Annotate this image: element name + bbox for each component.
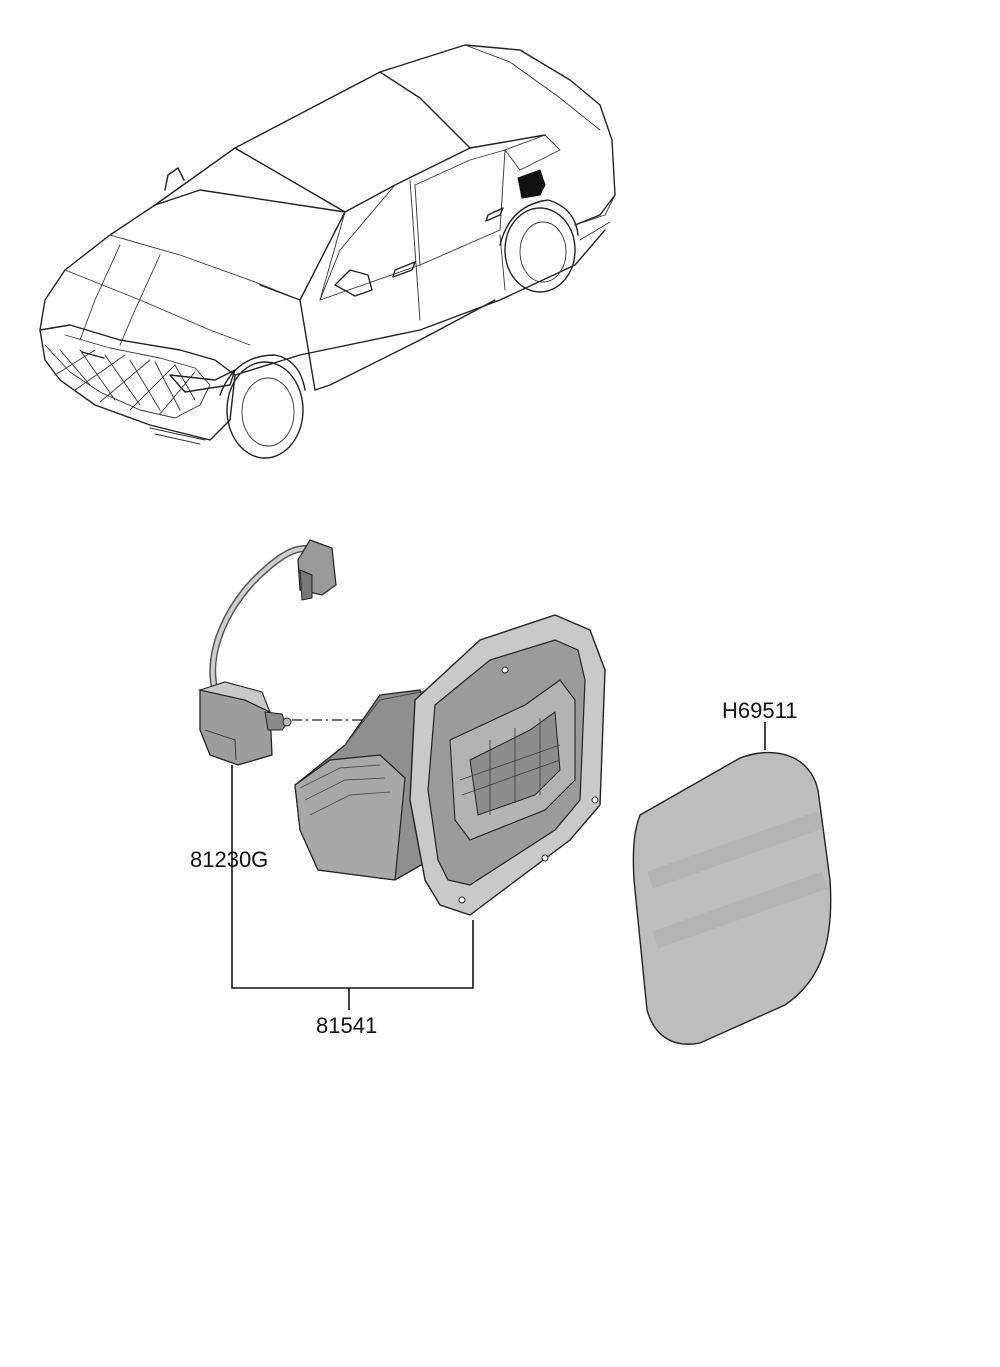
actuator-81230g (197, 539, 337, 766)
rear-wheel (504, 207, 576, 293)
leader-81541-bracket (231, 765, 474, 989)
rear-door-handle (485, 207, 504, 222)
fuel-door-cover-h69511 (632, 751, 832, 1045)
label-h69511: H69511 (722, 698, 797, 723)
front-wheel (226, 361, 304, 459)
front-door-handle (392, 261, 416, 278)
fuel-door-location-highlight (517, 169, 546, 199)
logo-mark (81, 351, 105, 359)
label-81541: 81541 (316, 1013, 377, 1038)
vehicle-illustration (39, 44, 616, 459)
label-81230g: 81230G (190, 847, 268, 872)
antenna (164, 167, 185, 191)
side-mirror (334, 269, 373, 297)
fuel-filler-housing-81541 (294, 614, 606, 916)
